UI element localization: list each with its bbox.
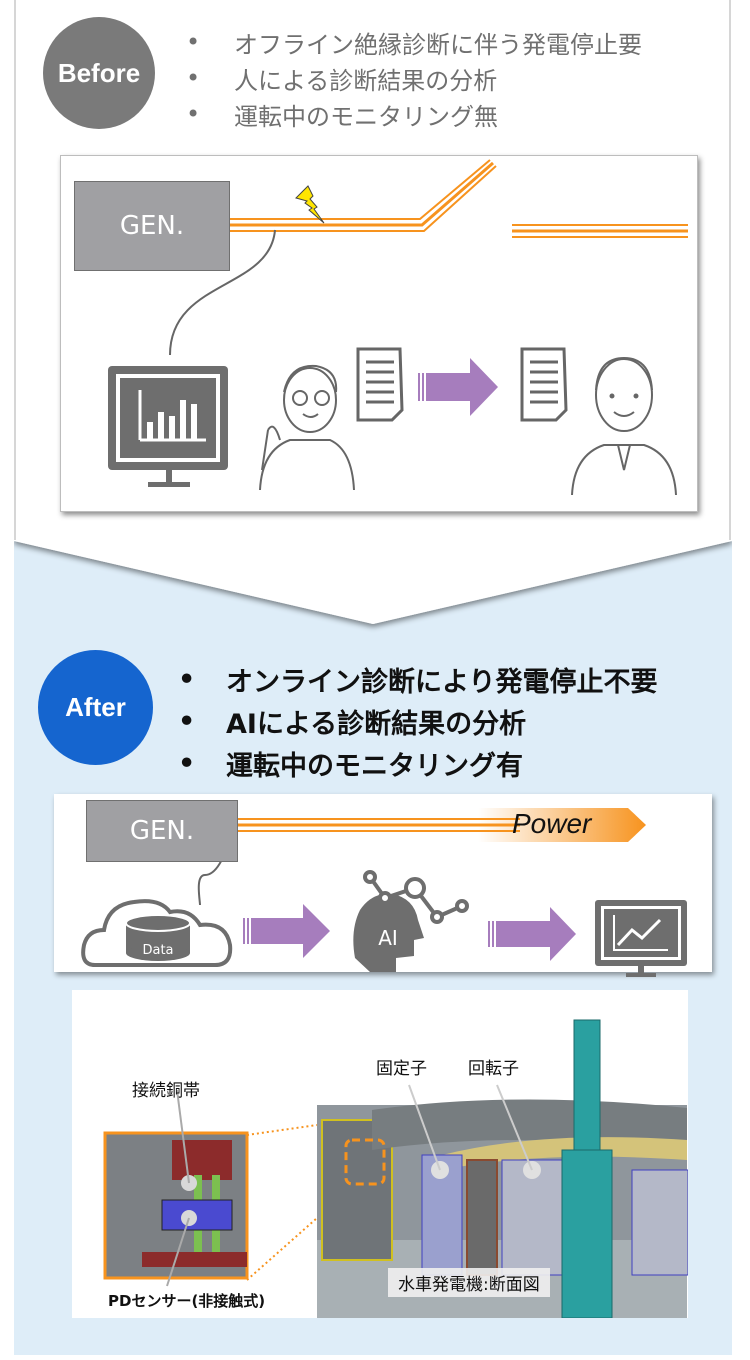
- data-label: Data: [142, 943, 173, 958]
- sensor-cable: [169, 229, 276, 356]
- before-bullet-list: •オフライン絶縁診断に伴う発電停止要 •人による診断結果の分析 •運転中のモニタ…: [186, 24, 642, 132]
- power-line: [236, 818, 520, 832]
- before-bullet: •人による診断結果の分析: [186, 64, 498, 95]
- after-bullet: •運転中のモニタリング有: [178, 747, 523, 782]
- label-pd-sensor: PDセンサー(非接触式): [108, 1292, 266, 1310]
- sensor-inset: [103, 1089, 318, 1287]
- label-copper-band: 接続銅帯: [132, 1081, 200, 1101]
- manager-icon: [571, 356, 677, 496]
- generator-box: GEN.: [74, 181, 230, 271]
- before-diagram-graphics: [108, 159, 688, 496]
- after-diagram-graphics: Data AI: [81, 808, 687, 977]
- engineer-icon: [259, 364, 355, 491]
- cloud-database-icon: Data: [81, 899, 233, 967]
- label-stator: 固定子: [376, 1059, 427, 1079]
- lightning-icon: [295, 185, 325, 224]
- before-bullet: •運転中のモニタリング無: [186, 100, 498, 131]
- power-arrow: [478, 808, 646, 842]
- power-line: [228, 159, 688, 238]
- cross-section-graphics: [103, 1019, 688, 1318]
- arrow-right-icon: [488, 907, 576, 961]
- before-bullet: •オフライン絶縁診断に伴う発電停止要: [186, 28, 642, 59]
- after-bullet: •AIによる診断結果の分析: [178, 705, 527, 740]
- monitor-trend-icon: [595, 900, 687, 977]
- report-document-icon: [356, 347, 404, 422]
- after-bullet-list: •オンライン診断により発電停止不要 •AIによる診断結果の分析 •運転中のモニタ…: [178, 658, 657, 784]
- after-badge: After: [38, 650, 153, 765]
- label-cross-section: 水車発電機:断面図: [388, 1268, 550, 1297]
- power-label: Power: [512, 808, 592, 839]
- before-badge: Before: [43, 17, 155, 129]
- arrow-right-icon: [418, 358, 498, 416]
- monitor-chart-icon: [108, 366, 228, 487]
- label-rotor: 回転子: [468, 1059, 519, 1079]
- generator-box: GEN.: [86, 800, 238, 862]
- ai-head-icon: AI: [353, 870, 469, 972]
- svg-text:AI: AI: [378, 926, 398, 950]
- report-document-icon: [520, 347, 568, 422]
- callout-markers: [408, 1084, 541, 1179]
- after-bullet: •オンライン診断により発電停止不要: [178, 663, 658, 698]
- arrow-right-icon: [243, 904, 330, 958]
